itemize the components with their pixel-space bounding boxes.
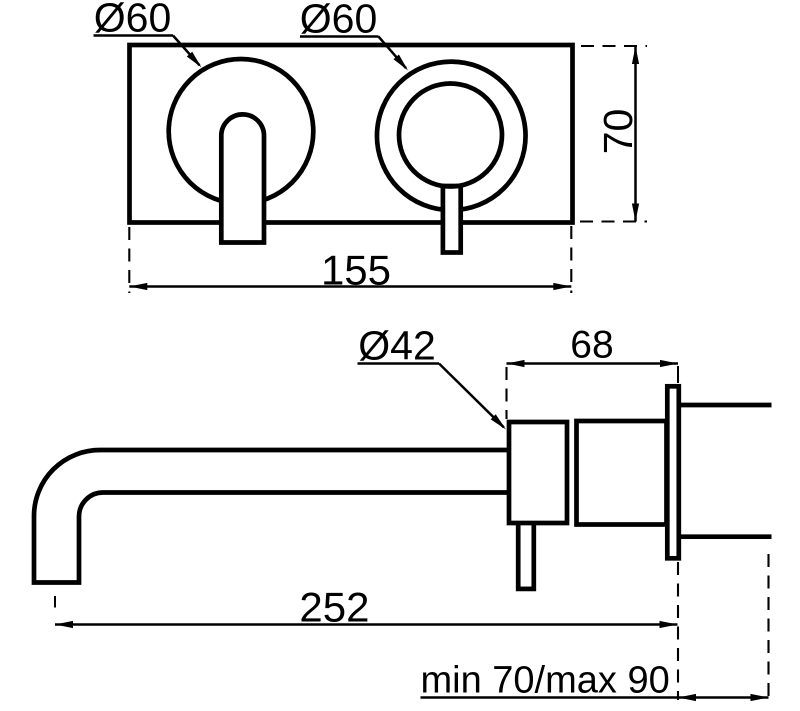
- svg-text:Ø60: Ø60: [94, 0, 172, 41]
- svg-text:252: 252: [299, 583, 369, 630]
- svg-text:Ø60: Ø60: [300, 0, 378, 42]
- svg-text:68: 68: [570, 324, 613, 367]
- svg-text:155: 155: [321, 246, 391, 293]
- svg-text:70: 70: [595, 109, 641, 155]
- svg-text:min 70/max 90: min 70/max 90: [421, 660, 670, 702]
- svg-text:Ø42: Ø42: [358, 323, 436, 369]
